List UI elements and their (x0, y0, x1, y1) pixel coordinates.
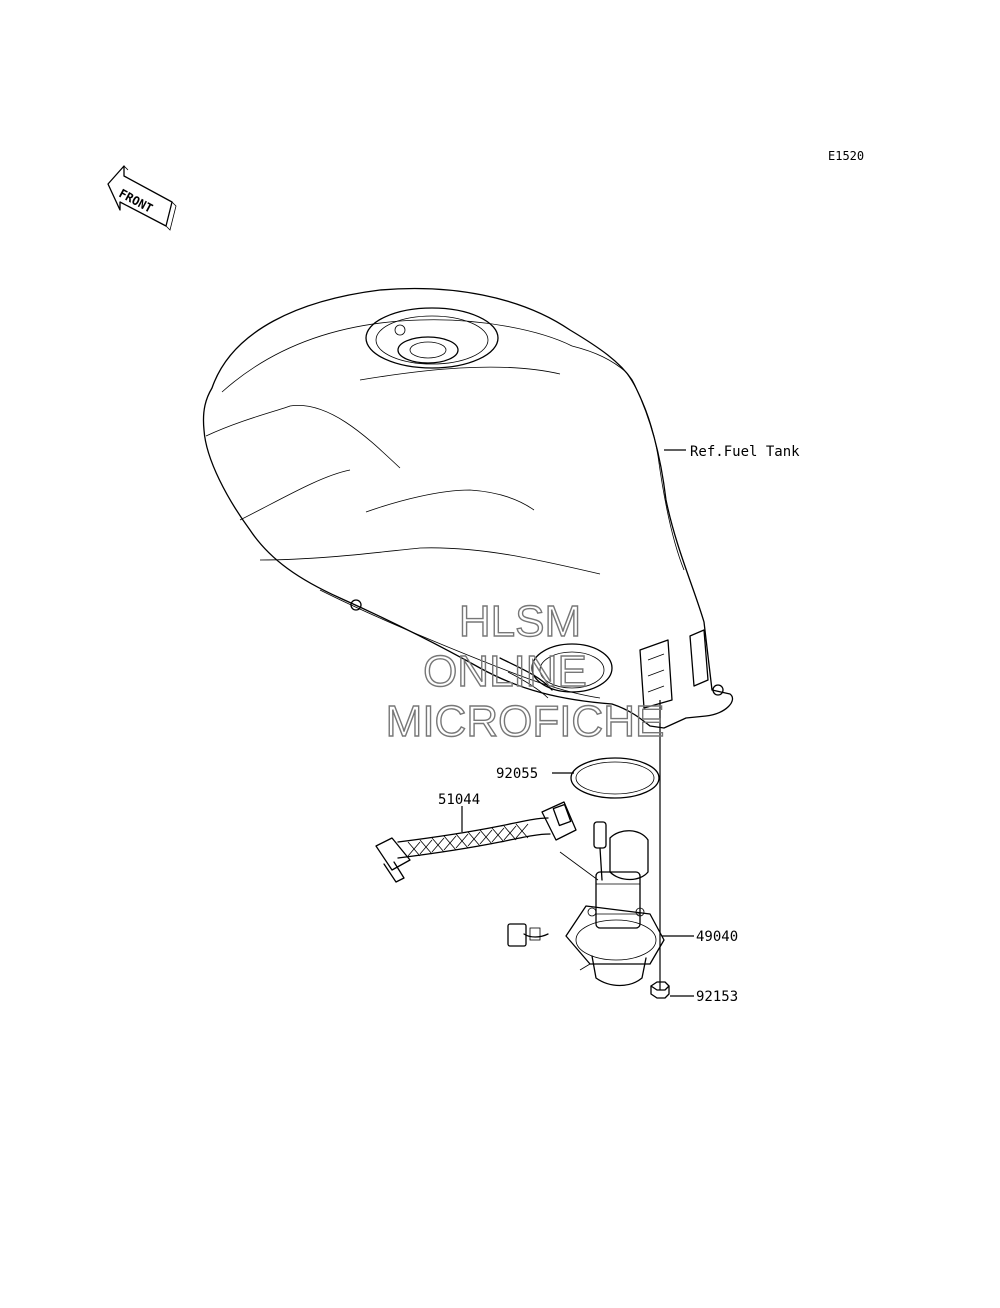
front-arrow-icon: FRONT (107, 165, 177, 231)
diagram-code: E1520 (828, 149, 864, 163)
fuel-tank-outline (202, 287, 734, 729)
reference-label: Ref.Fuel Tank (690, 444, 800, 460)
watermark-line-3: MICROFICHE (386, 697, 665, 746)
fuel-pump-assembly (507, 821, 665, 987)
gasket-ring (570, 757, 660, 799)
harness-label: 51044 (438, 792, 480, 808)
gasket-label: 92055 (496, 766, 538, 782)
watermark-line-2: ONLINE (423, 647, 587, 696)
wire-harness (375, 801, 577, 883)
bolt-label: 92153 (696, 989, 738, 1005)
pump-label: 49040 (696, 929, 738, 945)
watermark: HLSM ONLINE MICROFICHE (385, 596, 665, 746)
front-arrow-label: FRONT (117, 186, 155, 215)
bolt-icon (650, 981, 670, 999)
watermark-line-1: HLSM (459, 597, 581, 646)
